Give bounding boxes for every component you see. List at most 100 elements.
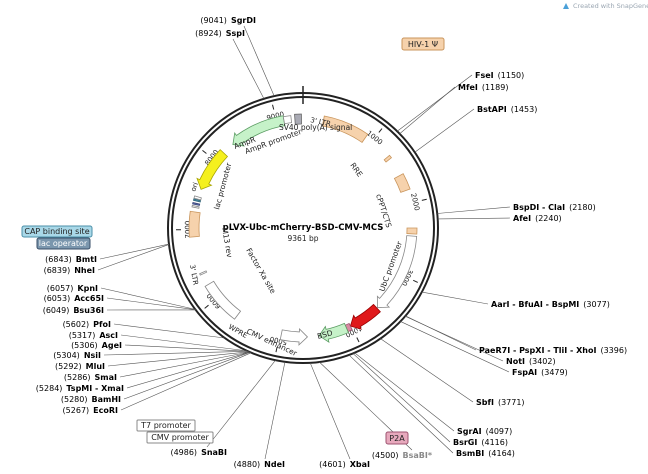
site-fspai[interactable]: FspAI(3479) (512, 368, 568, 377)
site-position: (4500) (372, 451, 399, 460)
site-bspdi-clai[interactable]: BspDI - ClaI(2180) (513, 203, 596, 212)
site-bmti[interactable]: BmtI(6843) (45, 255, 97, 264)
site-xbai[interactable]: XbaI(4601) (319, 460, 370, 469)
leader-line (126, 351, 250, 389)
leader-line (405, 315, 504, 362)
site-position: (6049) (43, 306, 70, 315)
p2a-box[interactable]: P2A (385, 431, 409, 445)
site-tspmi-xmai[interactable]: TspMI - XmaI(5284) (36, 384, 124, 393)
ori-label: ori (189, 181, 200, 192)
feature-ltr3-top[interactable] (321, 115, 369, 143)
feature-ubc[interactable] (376, 235, 418, 309)
site-aari-bfuai-bspmi[interactable]: AarI - BfuAI - BspMI(3077) (491, 300, 610, 309)
site-mfei[interactable]: MfeI(1189) (458, 83, 508, 92)
site-position: (3396) (600, 346, 627, 355)
feature-lacprom[interactable] (193, 195, 202, 201)
site-position: (3771) (498, 398, 525, 407)
site-mlui[interactable]: MluI(5292) (55, 362, 105, 371)
site-name: Acc65I (74, 294, 104, 303)
feature-ampr-prom[interactable] (282, 115, 293, 125)
feature-lacop[interactable] (192, 202, 201, 206)
site-position: (1453) (511, 105, 538, 114)
feature-mcherry[interactable] (349, 303, 381, 330)
feature-sv40[interactable] (294, 113, 302, 125)
site-name: FseI (475, 71, 494, 80)
site-name: SnaBI (201, 448, 227, 457)
feature-cppt[interactable] (406, 227, 418, 235)
site-smai[interactable]: SmaI(5286) (64, 373, 117, 382)
feature-factor-xa[interactable] (199, 270, 208, 276)
feature-ltr3-bottom[interactable] (188, 210, 201, 238)
site-agei[interactable]: AgeI(5306) (71, 341, 122, 350)
site-sbfi[interactable]: SbfI(3771) (476, 398, 525, 407)
svg-text:CAP binding site: CAP binding site (24, 227, 89, 236)
site-name: Bsu36I (73, 306, 104, 315)
site-name: BspDI - ClaI (513, 203, 565, 212)
site-snabi[interactable]: SnaBI (4986) (170, 448, 227, 457)
site-position: (4986) (170, 448, 197, 457)
snapgene-logo-icon (563, 3, 569, 9)
leader-line (97, 244, 170, 271)
site-asci[interactable]: AscI(5317) (69, 331, 118, 340)
feature-rre[interactable] (393, 173, 411, 193)
site-name: EcoRI (93, 406, 118, 415)
site-position: (2240) (535, 214, 562, 223)
hiv-psi-box[interactable]: HIV-1 Ψ (401, 37, 445, 51)
site-kpni[interactable]: KpnI(6057) (47, 284, 98, 293)
leader-line (399, 86, 456, 134)
leader-line (352, 353, 451, 443)
site-ndei[interactable]: NdeI(4880) (234, 460, 285, 469)
site-position: (3479) (541, 368, 568, 377)
site-bamhi[interactable]: BamHI(5280) (61, 395, 121, 404)
cmv-promoter-box[interactable]: CMV promoter (146, 431, 214, 444)
cap-binding-site-box[interactable]: CAP binding site (21, 225, 93, 238)
site-noti[interactable]: NotI(3402) (506, 357, 556, 366)
lac-operator-box[interactable]: lac operator (36, 237, 91, 250)
site-position: (6839) (44, 266, 71, 275)
watermark-text: Created with SnapGene® (573, 2, 648, 10)
leader-line (206, 359, 276, 448)
site-bsu36i[interactable]: Bsu36I(6049) (43, 306, 104, 315)
tick-label-1000: 1000 (365, 129, 384, 146)
site-name: AscI (99, 331, 118, 340)
feature-m13[interactable] (191, 204, 200, 209)
site-name: BsaBI* (402, 451, 432, 460)
svg-text:HIV-1 Ψ: HIV-1 Ψ (408, 40, 438, 49)
feature-bsd[interactable] (318, 322, 349, 343)
site-nsii[interactable]: NsiI(5304) (53, 351, 101, 360)
site-pfoi[interactable]: PfoI(5602) (63, 320, 111, 329)
site-name: BmtI (76, 255, 97, 264)
site-nhei[interactable]: NheI(6839) (44, 266, 95, 275)
site-name: AarI - BfuAI - BspMI (491, 300, 579, 309)
feature-cmv-enh[interactable] (279, 328, 308, 346)
tick-3000 (413, 279, 418, 283)
site-acc65i[interactable]: Acc65I(6053) (44, 294, 104, 303)
site-name: SgrAI (457, 427, 482, 436)
feature-wpre[interactable] (204, 280, 242, 320)
site-position: (8924) (195, 29, 222, 38)
site-afei[interactable]: AfeI(2240) (513, 214, 562, 223)
leader-line (120, 352, 252, 411)
t7-promoter-box[interactable]: T7 promoter (136, 419, 196, 432)
site-name: PaeR7I - PspXI - TliI - XhoI (479, 346, 596, 355)
tick-label-2000: 2000 (409, 192, 421, 211)
site-bstapi[interactable]: BstAPI(1453) (477, 105, 537, 114)
site-sgrdi[interactable]: SgrDI(9041) (200, 16, 256, 25)
site-sspi[interactable]: SspI(8924) (195, 29, 245, 38)
feature-ori[interactable] (196, 149, 229, 190)
site-paer7i-pspxi-tlii-xhoi[interactable]: PaeR7I - PspXI - TliI - XhoI (3396) (479, 346, 627, 355)
leader-line (421, 291, 489, 305)
leader-line (113, 323, 225, 339)
site-fsei[interactable]: FseI(1150) (475, 71, 524, 80)
site-position: (4116) (481, 438, 508, 447)
site-bsrgi[interactable]: BsrGI(4116) (453, 438, 508, 447)
site-bsmbi[interactable]: BsmBI(4164) (456, 449, 515, 458)
feature-cap[interactable] (192, 198, 202, 203)
site-bsabi-[interactable]: BsaBI*(4500) (372, 451, 433, 460)
leader-line (437, 206, 511, 214)
site-ecori[interactable]: EcoRI(5267) (63, 406, 118, 415)
site-position: (4880) (234, 460, 261, 469)
site-sgrai[interactable]: SgrAI(4097) (457, 427, 512, 436)
leader-line (354, 352, 455, 432)
feature-hiv-psi[interactable] (383, 154, 393, 163)
